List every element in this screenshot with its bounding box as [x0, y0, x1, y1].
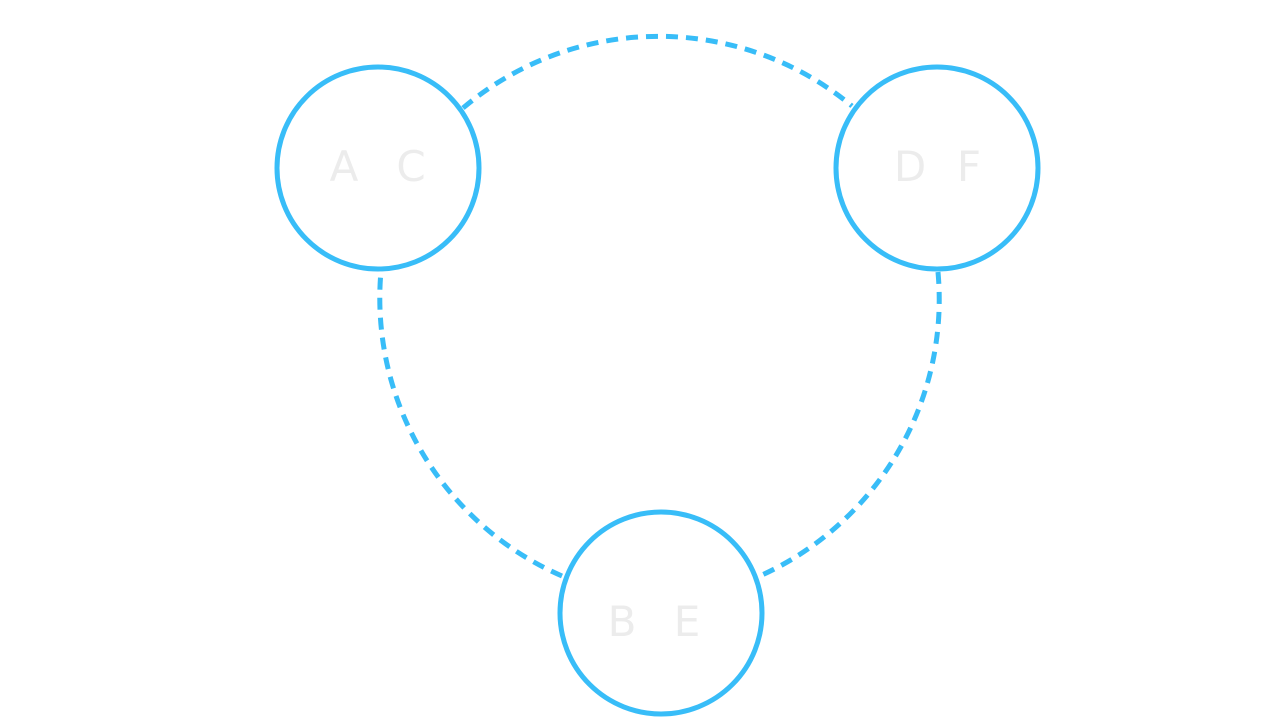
node-be-letter-2: E [674, 597, 701, 646]
link-ac-df [461, 33, 854, 110]
node-ac-letter-1: A [330, 142, 359, 191]
node-be-ring [557, 509, 765, 717]
node-df: D F [833, 64, 1041, 272]
node-df-letter-1: D [894, 142, 926, 191]
node-be: B E [557, 509, 765, 717]
link-df-be [760, 271, 942, 578]
node-df-ring [833, 64, 1041, 272]
node-ac-letter-2: C [396, 142, 425, 191]
link-be-ac [377, 270, 563, 579]
node-be-letter-1: B [608, 597, 637, 646]
node-ac: A C [274, 64, 482, 272]
node-df-letter-2: F [957, 142, 981, 191]
node-ac-ring [274, 64, 482, 272]
